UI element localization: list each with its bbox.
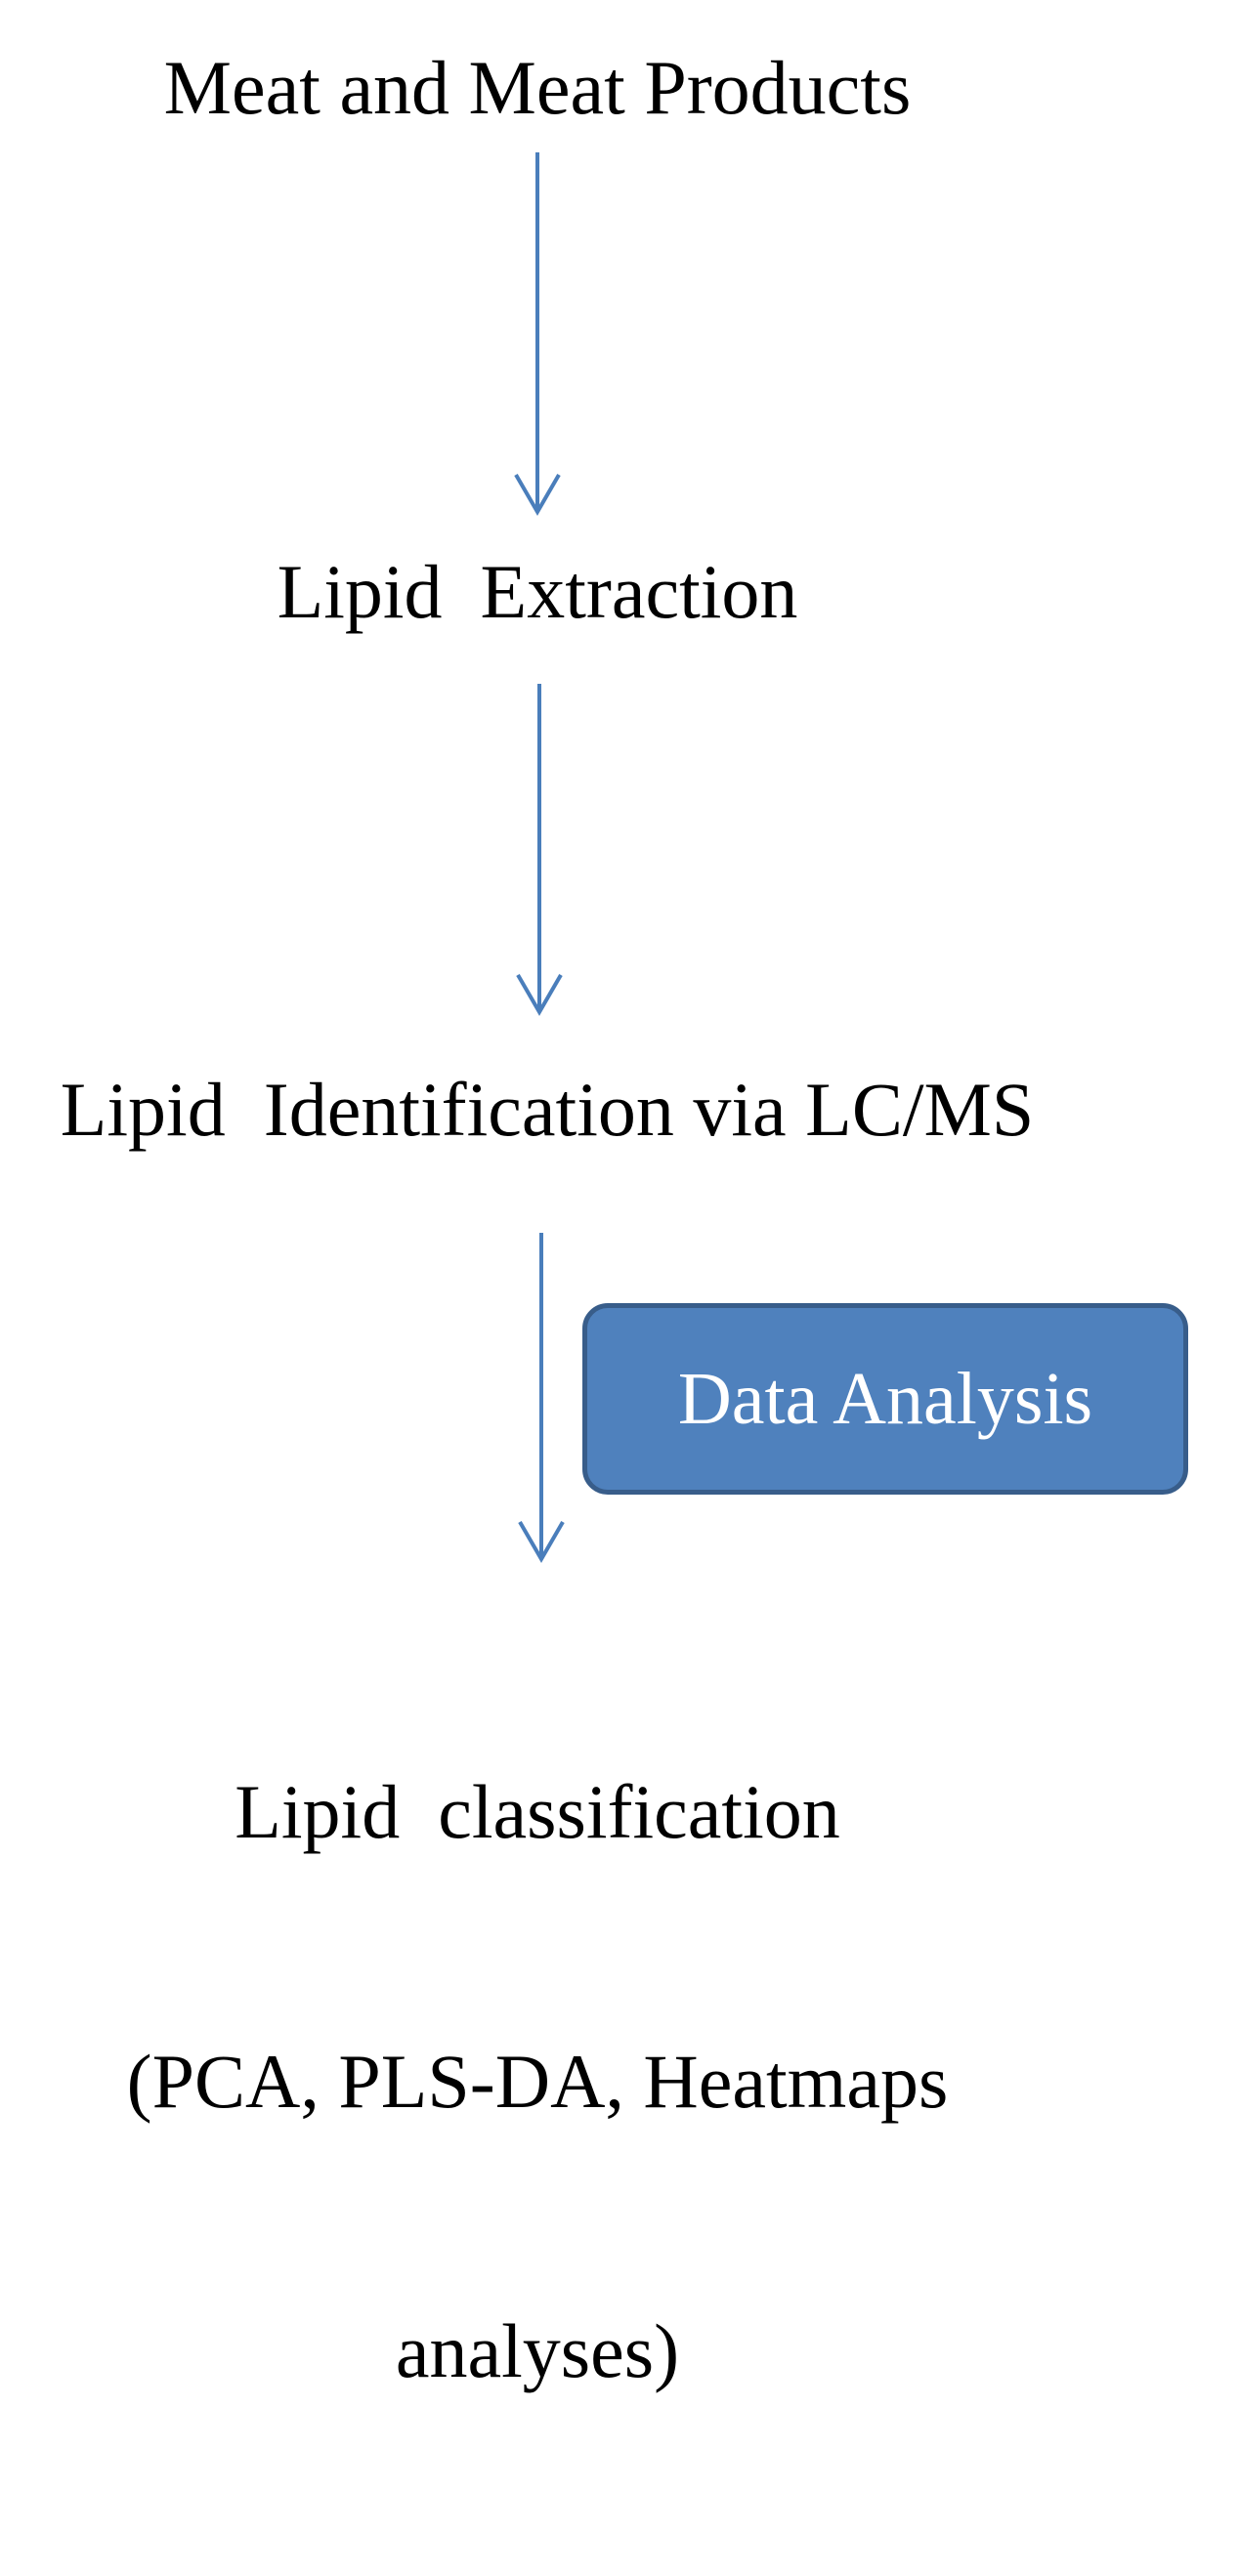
classification-line-2: (PCA, PLS-DA, Heatmaps (126, 2039, 949, 2124)
step-meat-products: Meat and Meat Products (163, 45, 912, 130)
data-analysis-label: Data Analysis (677, 1357, 1093, 1440)
arrow-down-3 (518, 1233, 565, 1563)
classification-line-1: Lipid classification (235, 1769, 840, 1854)
step-lipid-identification: Lipid Identification via LC/MS (60, 1067, 1035, 1152)
step-lipid-extraction: Lipid Extraction (277, 549, 798, 634)
arrow-down-1 (514, 152, 561, 516)
arrow-down-2 (516, 684, 563, 1016)
classification-line-3: analyses) (395, 2308, 680, 2393)
step-lipid-classification: Lipid classification (PCA, PLS-DA, Heatm… (0, 1587, 1075, 2576)
data-analysis-box: Data Analysis (582, 1303, 1188, 1495)
